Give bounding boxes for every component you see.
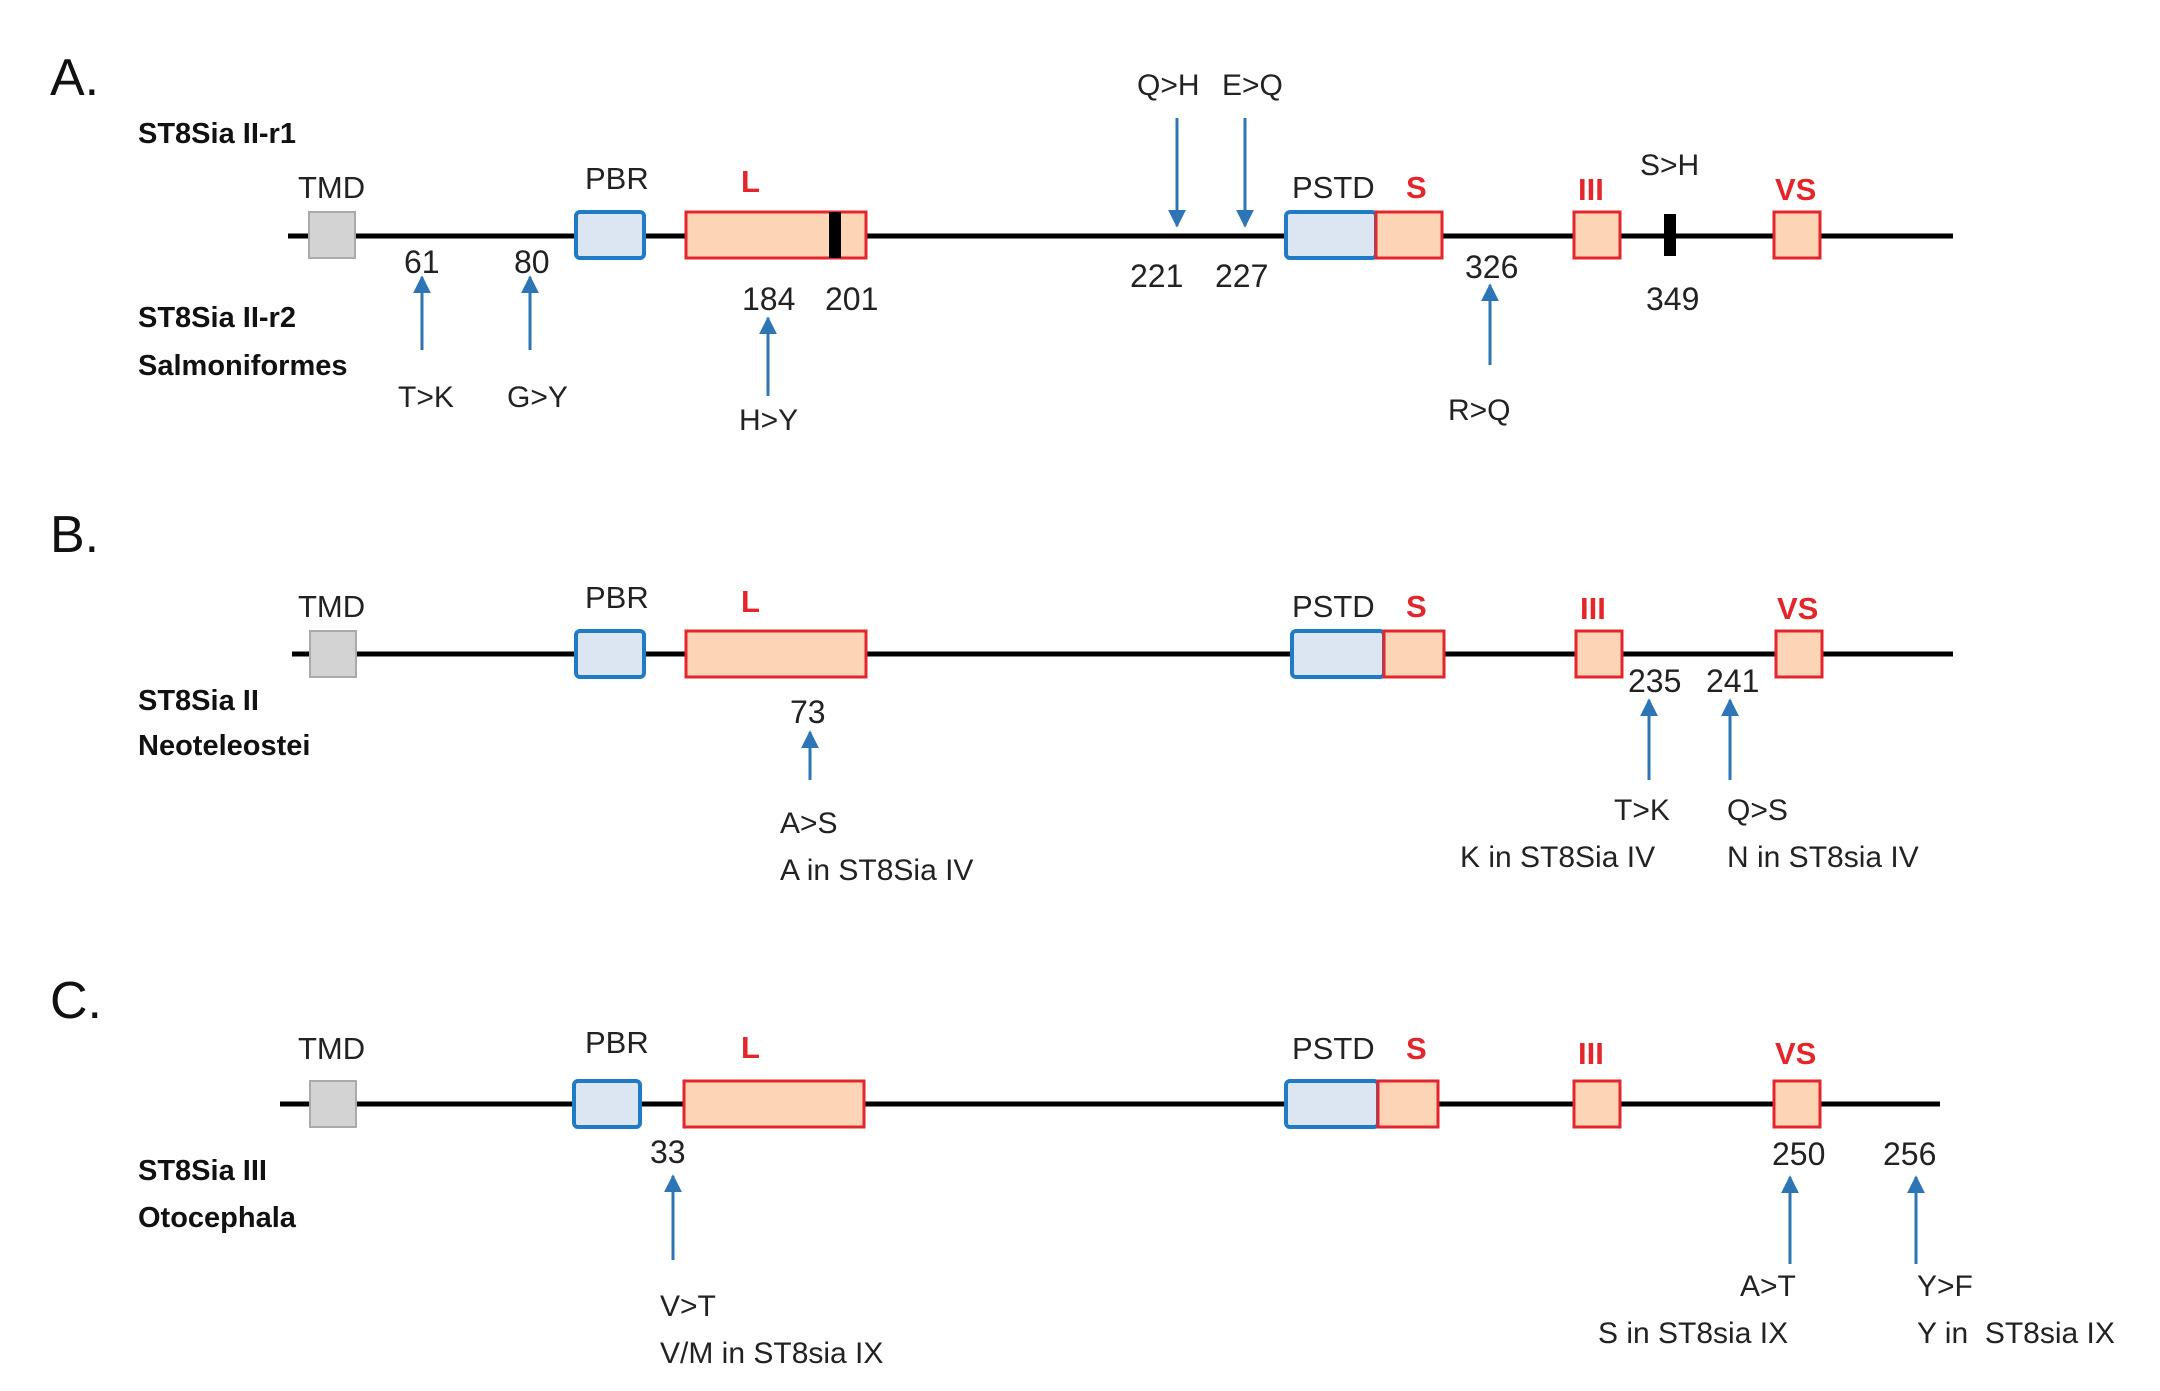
panel-a-sub-349: S>H (1640, 149, 1699, 182)
panel-b-l-label: L (741, 584, 760, 619)
panel-c-vs-box (1772, 1079, 1822, 1129)
panel-b-l-box (684, 629, 868, 679)
panel-b-pos-241: 241 (1706, 663, 1759, 699)
panel-c-sub-256: Y>F (1917, 1270, 1973, 1303)
panel-b-note-235: K in ST8Sia IV (1460, 841, 1655, 874)
panel-b-note-241: N in ST8sia IV (1727, 841, 1919, 874)
panel-a-l-label: L (741, 164, 760, 199)
panel-c-tmd-label: TMD (298, 1031, 365, 1066)
panel-a-pos-80: 80 (514, 244, 550, 280)
panel-a-seq-top: ST8Sia II-r1 (138, 118, 296, 150)
panel-c-tmd-box (309, 1080, 357, 1128)
panel-b-pstd-label: PSTD (1292, 589, 1375, 624)
panel-c-note-33: V/M in ST8sia IX (660, 1337, 883, 1370)
panel-a-pos-349: 349 (1646, 281, 1699, 317)
panel-c-pbr-box (572, 1079, 642, 1129)
panel-c-seq-bottom-2: Otocephala (138, 1202, 297, 1234)
panel-a-sub-227: E>Q (1222, 69, 1283, 102)
panel-c-pstd-label: PSTD (1292, 1031, 1375, 1066)
panel-a-pos-184: 184 (742, 281, 795, 317)
panel-a-sub-184: H>Y (739, 404, 798, 437)
panel-a: A. ST8Sia II-r1 ST8Sia II-r2 Salmoniform… (50, 49, 1953, 437)
panel-b-pbr-label: PBR (585, 580, 649, 615)
panel-a-pstd-box (1284, 210, 1378, 260)
panel-b-pos-235: 235 (1628, 663, 1681, 699)
panel-c-iii-box (1572, 1079, 1622, 1129)
panel-a-pos-227: 227 (1215, 258, 1268, 294)
panel-b-pstd-box (1290, 629, 1386, 679)
panel-c-sub-33: V>T (660, 1290, 716, 1323)
panel-b-iii-label: III (1580, 591, 1606, 626)
panel-b-s-box (1382, 629, 1446, 679)
panel-c-s-box (1376, 1079, 1440, 1129)
panel-c-note-256: Y in ST8sia IX (1917, 1317, 2115, 1350)
panel-c-l-box (682, 1079, 866, 1129)
panel-a-letter: A. (50, 49, 99, 107)
panel-c-note-250: S in ST8sia IX (1598, 1317, 1788, 1350)
panel-a-vs-box (1772, 210, 1822, 260)
panel-b-tmd-box (309, 630, 357, 678)
panel-b-sub-241: Q>S (1727, 794, 1788, 827)
panel-c-letter: C. (50, 972, 102, 1030)
panel-c-pos-33: 33 (650, 1134, 686, 1170)
panel-b-pos-73: 73 (790, 694, 826, 730)
panel-c-iii-label: III (1578, 1036, 1604, 1071)
panel-a-pos-201: 201 (825, 281, 878, 317)
panel-b-pbr-box (574, 629, 646, 679)
panel-a-sub-61: T>K (398, 381, 454, 414)
panel-c-pos-256: 256 (1883, 1136, 1936, 1172)
panel-a-iii-label: III (1578, 172, 1604, 207)
panel-a-pbr-box (574, 210, 646, 260)
panel-b-tmd-label: TMD (298, 589, 365, 624)
panel-a-sub-80: G>Y (507, 381, 568, 414)
panel-a-sub-221: Q>H (1137, 69, 1200, 102)
panel-a-seq-bottom-2: Salmoniformes (138, 350, 348, 382)
panel-b-iii-box (1574, 629, 1624, 679)
panel-a-s-box (1374, 210, 1444, 260)
panel-c-s-label: S (1406, 1031, 1427, 1066)
panel-b-s-label: S (1406, 589, 1427, 624)
panel-c: C. ST8Sia III Otocephala TMD PBR L PSTD … (50, 972, 2115, 1370)
panel-c-seq-bottom-1: ST8Sia III (138, 1155, 267, 1187)
panel-b-vs-box (1774, 629, 1824, 679)
panel-a-iii-box (1572, 210, 1622, 260)
panel-a-pbr-label: PBR (585, 161, 649, 196)
panel-b-sub-73: A>S (780, 807, 838, 840)
panel-c-sub-250: A>T (1740, 1270, 1796, 1303)
panel-b-vs-label: VS (1777, 591, 1818, 626)
panel-a-tmd-label: TMD (298, 170, 365, 205)
panel-b-seq-bottom-1: ST8Sia II (138, 685, 259, 717)
panel-b-seq-bottom-2: Neoteleostei (138, 730, 310, 762)
panel-c-pstd-box (1284, 1079, 1380, 1129)
panel-c-pbr-label: PBR (585, 1025, 649, 1060)
panel-a-pos-61: 61 (404, 244, 440, 280)
panel-a-pos-221: 221 (1130, 258, 1183, 294)
panel-c-pos-250: 250 (1772, 1136, 1825, 1172)
panel-b: B. ST8Sia II Neoteleostei TMD PBR L PSTD… (50, 506, 1953, 887)
panel-a-l-site-mark (829, 212, 841, 258)
panel-c-l-label: L (741, 1030, 760, 1065)
panel-a-seq-bottom-1: ST8Sia II-r2 (138, 302, 296, 334)
panel-b-note-73: A in ST8Sia IV (780, 854, 973, 887)
panel-b-sub-235: T>K (1614, 794, 1670, 827)
panel-a-pstd-label: PSTD (1292, 170, 1375, 205)
panel-c-vs-label: VS (1775, 1036, 1816, 1071)
panel-a-pos-326: 326 (1465, 249, 1518, 285)
panel-a-vs-label: VS (1775, 172, 1816, 207)
panel-b-letter: B. (50, 506, 99, 564)
panel-a-sub-326: R>Q (1448, 394, 1511, 427)
panel-a-tmd-box (308, 211, 356, 259)
panel-a-349-site-mark (1664, 214, 1676, 256)
panel-a-s-label: S (1406, 170, 1427, 205)
